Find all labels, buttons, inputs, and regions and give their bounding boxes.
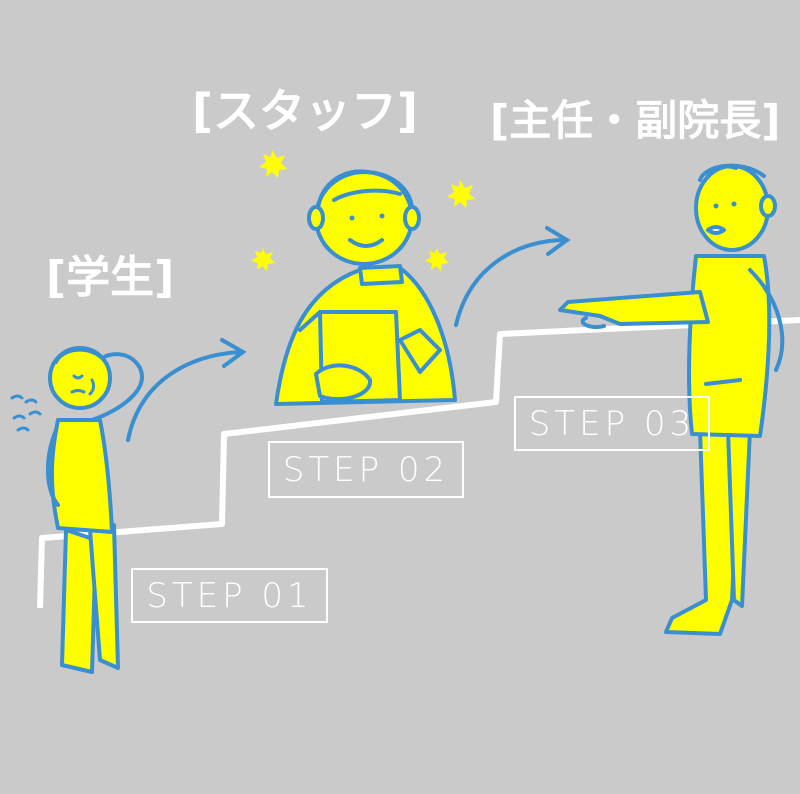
sparkle-icons (251, 150, 475, 271)
step-02-box: STEP 02 (268, 441, 464, 498)
staff-figure (251, 150, 475, 406)
chief-figure (558, 163, 785, 636)
role-label-chief: [主任・副院長] (490, 96, 781, 145)
role-label-student: [学生] (46, 252, 175, 303)
role-label-staff: [スタッフ] (192, 84, 419, 138)
arrow-step2-to-step3 (454, 226, 571, 327)
sweat-drops-icon (10, 394, 42, 432)
staircase-line (37, 317, 800, 609)
step-03-box: STEP 03 (514, 396, 710, 451)
arrow-step1-to-step2 (126, 338, 247, 442)
step-01-box: STEP 01 (131, 568, 328, 623)
student-figure (46, 346, 144, 674)
